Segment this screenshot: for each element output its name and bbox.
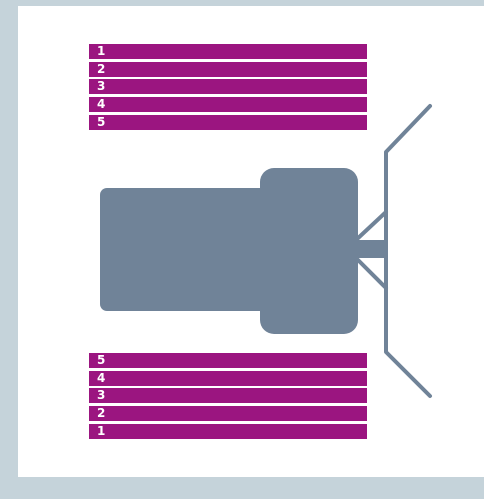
plow-blade bbox=[386, 106, 430, 396]
vehicle-icon bbox=[100, 168, 386, 334]
vehicle-rear-body bbox=[100, 188, 270, 311]
plow-brace-upper bbox=[356, 212, 386, 240]
vehicle-cab bbox=[260, 168, 358, 334]
plow-brace-lower bbox=[356, 258, 386, 288]
hitch-bar bbox=[352, 240, 386, 258]
